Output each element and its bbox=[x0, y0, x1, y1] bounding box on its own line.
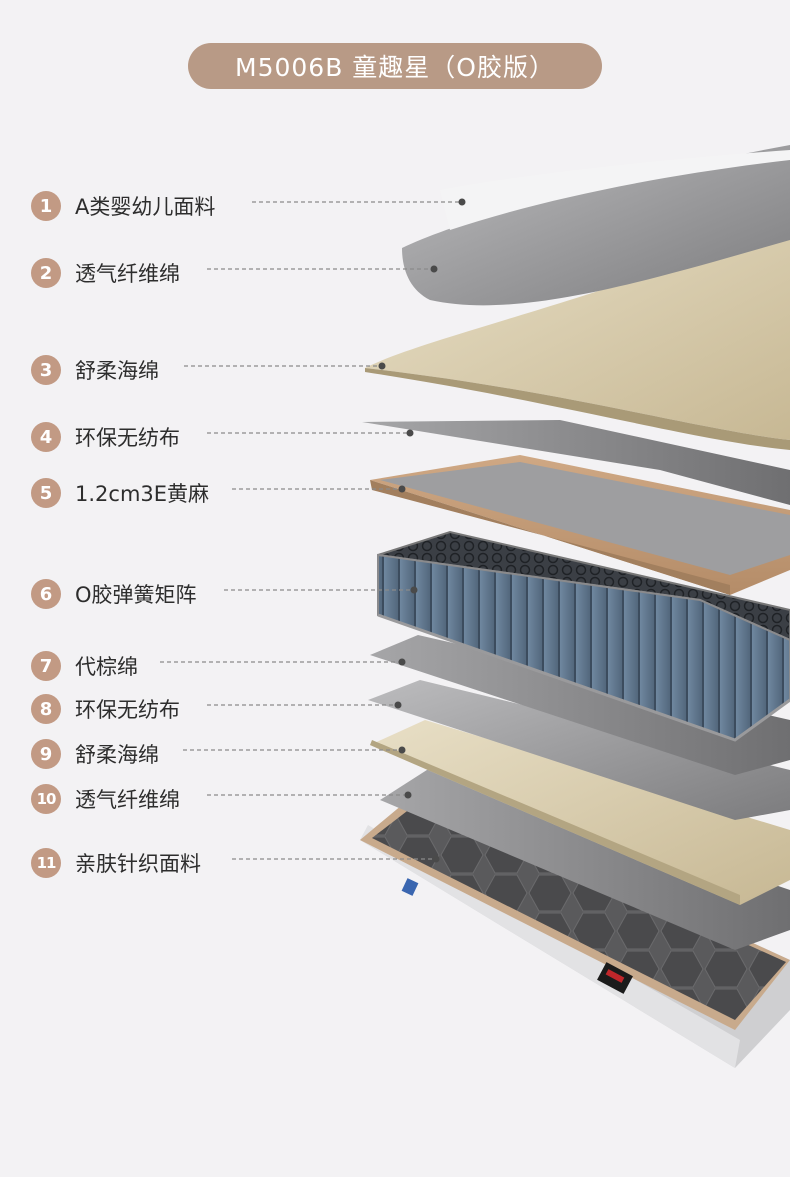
layer-item-9: 9 舒柔海绵 bbox=[31, 738, 159, 770]
layer-item-4: 4 环保无纺布 bbox=[31, 421, 180, 453]
layer-label: 1.2cm3E黄麻 bbox=[75, 482, 210, 506]
layer-number-badge: 10 bbox=[31, 784, 61, 814]
layer-number-badge: 11 bbox=[31, 848, 61, 878]
layer-8-nonwoven bbox=[368, 680, 790, 820]
layer-number-badge: 9 bbox=[31, 739, 61, 769]
layer-number-badge: 6 bbox=[31, 579, 61, 609]
layer-2-fiber bbox=[402, 145, 790, 306]
layer-1-top-fabric bbox=[440, 150, 790, 230]
layer-label: 亲肤针织面料 bbox=[75, 852, 201, 876]
layer-9-foam bbox=[370, 720, 790, 905]
layer-label: A类婴幼儿面料 bbox=[75, 195, 216, 219]
layer-label: O胶弹簧矩阵 bbox=[75, 583, 197, 607]
leader-dots bbox=[378, 198, 466, 863]
product-title: M5006B 童趣星（O胶版） bbox=[188, 43, 602, 89]
layer-number-badge: 3 bbox=[31, 355, 61, 385]
layer-item-7: 7 代棕绵 bbox=[31, 650, 138, 682]
layer-item-3: 3 舒柔海绵 bbox=[31, 354, 159, 386]
layer-item-11: 11 亲肤针织面料 bbox=[31, 847, 201, 879]
layer-label: 舒柔海绵 bbox=[75, 359, 159, 383]
layer-3-foam bbox=[365, 225, 790, 450]
layer-number-badge: 5 bbox=[31, 478, 61, 508]
layer-number-badge: 2 bbox=[31, 258, 61, 288]
layer-item-10: 10 透气纤维绵 bbox=[31, 783, 180, 815]
layer-item-8: 8 环保无纺布 bbox=[31, 693, 180, 725]
layer-label: 环保无纺布 bbox=[75, 426, 180, 450]
layer-item-6: 6 O胶弹簧矩阵 bbox=[31, 578, 197, 610]
layer-item-2: 2 透气纤维绵 bbox=[31, 257, 180, 289]
layer-11-knit-base bbox=[360, 790, 790, 1068]
layer-item-1: 1 A类婴幼儿面料 bbox=[31, 190, 215, 222]
leader-lines bbox=[160, 201, 460, 860]
layer-4-nonwoven bbox=[362, 420, 790, 505]
layer-5-jute bbox=[370, 455, 790, 595]
layer-10-fiber bbox=[380, 768, 790, 950]
layer-label: 环保无纺布 bbox=[75, 698, 180, 722]
layer-label: 舒柔海绵 bbox=[75, 743, 159, 767]
layer-label: 透气纤维绵 bbox=[75, 262, 180, 286]
layer-label: 透气纤维绵 bbox=[75, 788, 180, 812]
layer-number-badge: 1 bbox=[31, 191, 61, 221]
layer-item-5: 5 1.2cm3E黄麻 bbox=[31, 477, 209, 509]
layer-number-badge: 7 bbox=[31, 651, 61, 681]
layer-number-badge: 4 bbox=[31, 422, 61, 452]
layer-7-palm-felt bbox=[370, 635, 790, 775]
layer-6-spring-matrix bbox=[377, 530, 790, 742]
layer-label: 代棕绵 bbox=[75, 655, 138, 679]
layer-number-badge: 8 bbox=[31, 694, 61, 724]
